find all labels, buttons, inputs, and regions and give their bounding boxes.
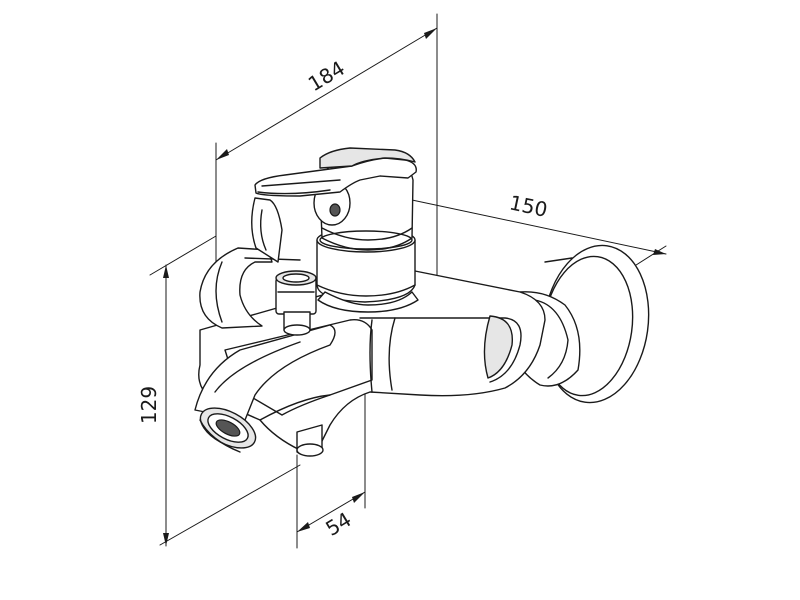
arrowhead (352, 492, 365, 503)
diverter-button (275, 270, 317, 336)
arrowhead (297, 522, 310, 532)
dimension-label-54: 54 (321, 507, 355, 541)
dimension-label-150: 150 (507, 190, 549, 221)
extension-line-bottom (159, 464, 301, 546)
arrowhead (163, 265, 169, 278)
extension-line-top (149, 235, 217, 276)
dimension-129: 129 (137, 235, 301, 547)
dimension-line-184 (215, 27, 438, 161)
shower-outlet (199, 197, 301, 329)
dimension-label-184: 184 (304, 56, 349, 96)
spout (194, 324, 336, 453)
dimension-line-150 (411, 199, 667, 255)
dimension-label-129: 129 (137, 386, 161, 424)
lever-handle (254, 147, 417, 197)
arrowhead (424, 28, 437, 39)
arrowhead (163, 533, 169, 546)
arrowhead (216, 149, 229, 160)
diverter-pin (296, 424, 324, 457)
arrowhead (653, 249, 666, 255)
